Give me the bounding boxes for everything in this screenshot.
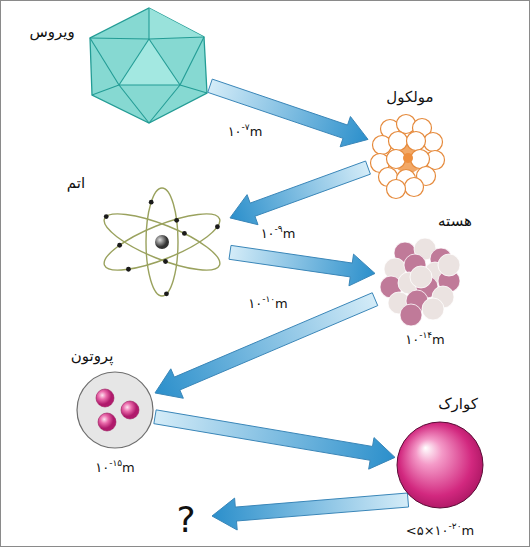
size-base: <۵×۱۰: [406, 523, 449, 538]
size-base: ۱۰: [248, 296, 262, 311]
size-unit: m: [461, 523, 474, 538]
electron-orbit: [98, 203, 226, 281]
size-value: ۱۰-۱۴m: [405, 330, 445, 348]
scale-arrow: [154, 410, 395, 469]
size-value: ۱۰-۱۵m: [95, 458, 135, 476]
size-value: ۱۰-۱۰m: [248, 294, 288, 312]
proton-node: پروتون۱۰-۱۵m: [75, 370, 155, 450]
molecule-atom: [411, 150, 430, 169]
virus-edge: [149, 85, 180, 123]
quark-dot: [121, 401, 139, 419]
electron-dot: [182, 231, 187, 236]
part-name: ویروس: [29, 23, 74, 41]
nucleon: [400, 304, 422, 326]
illustration: [95, 185, 230, 300]
electron-dot: [163, 259, 168, 264]
electron-dot: [117, 243, 122, 248]
virus-edge: [90, 38, 119, 85]
size-base: ۱۰: [405, 332, 419, 347]
illustration: [75, 370, 155, 450]
size-exponent: -۱۵: [109, 458, 122, 468]
virus-edge: [119, 39, 149, 85]
virus-edge: [119, 84, 180, 85]
electron-dot: [174, 218, 179, 223]
molecule-core: [403, 153, 413, 163]
molecule-atom: [424, 133, 443, 152]
size-exponent: -۹: [275, 224, 283, 234]
part-name: پروتون: [71, 347, 114, 365]
size-value: <۵×۱۰-۲۰m: [406, 521, 474, 539]
scale-arrow: [155, 293, 378, 399]
scale-arrow: [208, 79, 368, 147]
illustration: [395, 420, 485, 510]
question-arrow: [212, 493, 409, 530]
part-name: اتم: [67, 174, 85, 192]
question-mark: ?: [176, 498, 195, 541]
scale-arrow: [230, 161, 370, 225]
size-exponent: -۱۴: [419, 330, 432, 340]
virus-edge: [148, 8, 149, 39]
quark-dot: [98, 413, 116, 431]
size-value: ۱۰-۹m: [261, 224, 296, 242]
atom-nucleus: [155, 235, 169, 249]
virus-edge: [92, 85, 119, 95]
size-exponent: -۷: [242, 122, 250, 132]
molecule-atom: [407, 132, 426, 151]
part-name: مولکول: [386, 88, 433, 106]
electron-dot: [126, 267, 131, 272]
size-unit: m: [432, 332, 445, 347]
atom-node: اتم۱۰-۱۰m: [95, 185, 230, 300]
size-unit: m: [283, 226, 296, 241]
molecule-node: مولکول۱۰-۹m: [368, 113, 448, 193]
nucleon: [422, 298, 444, 320]
molecule-atom: [387, 180, 406, 199]
size-base: ۱۰: [228, 124, 242, 139]
nucleon: [438, 254, 460, 276]
quark-node: کوارک<۵×۱۰-۲۰m: [395, 420, 485, 510]
size-unit: m: [122, 460, 135, 475]
electron-orbit: [98, 203, 226, 281]
electron-dot: [104, 214, 109, 219]
size-unit: m: [275, 296, 288, 311]
virus-edge: [180, 85, 207, 93]
scale-arrow: [229, 245, 375, 285]
illustration: [368, 113, 448, 193]
part-name: هسته: [438, 212, 472, 230]
electron-orbit: [146, 188, 178, 296]
size-unit: m: [250, 124, 263, 139]
nucleus-node: هسته۱۰-۱۴m: [375, 235, 465, 325]
virus-face: [119, 39, 180, 85]
quark-sphere: [397, 422, 483, 508]
size-value: ۱۰-۷m: [228, 122, 263, 140]
illustration: [375, 235, 465, 325]
nucleon: [410, 266, 432, 288]
virus-edge: [149, 39, 180, 85]
virus-edge: [149, 37, 204, 39]
virus-shell: [90, 8, 207, 123]
virus-edge: [90, 38, 149, 39]
virus-face: [149, 8, 204, 39]
size-exponent: -۱۰: [262, 294, 275, 304]
size-exponent: -۲۰: [449, 521, 462, 531]
electron-dot: [164, 291, 169, 296]
virus-node: ویروس۱۰-۷m: [88, 5, 210, 125]
proton-body: [77, 372, 153, 448]
quark-dot: [96, 389, 114, 407]
molecule-atom: [405, 178, 424, 197]
molecule-atom: [387, 150, 406, 169]
electron-dot: [149, 200, 154, 205]
size-base: ۱۰: [261, 226, 275, 241]
virus-edge: [119, 85, 149, 123]
virus-edge: [180, 37, 204, 85]
part-name: کوارک: [438, 395, 478, 413]
size-base: ۱۰: [95, 460, 109, 475]
electron-dot: [215, 224, 220, 229]
illustration: [88, 5, 210, 125]
molecule-atom: [389, 132, 408, 151]
